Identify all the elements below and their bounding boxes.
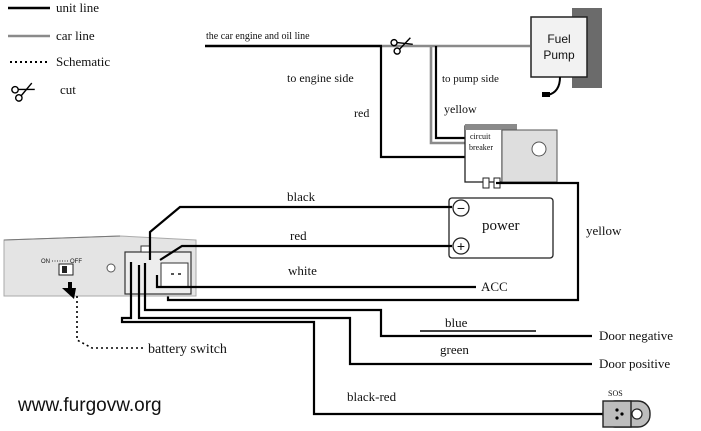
circuit-breaker-side [501,129,558,183]
circuit-breaker-label-line2: breaker [469,143,493,152]
fuel-pump-hose-end [542,92,550,97]
battery-switch-knob [62,266,67,273]
white-label: white [288,263,317,278]
fuel-pump-label-line1: Fuel [547,32,570,46]
battery-switch-label: battery switch [148,342,227,357]
watermark: www.furgovw.org [17,395,162,416]
fuel-pump-box [530,16,588,78]
power-minus-symbol: − [457,200,465,216]
power-label: power [482,218,520,234]
sos-pin-right [620,412,624,416]
to-pump-side-label: to pump side [442,73,499,85]
sos-pin-bottom [615,416,619,420]
battery-switch-arrow-icon [62,282,76,299]
connector-plug [160,262,189,288]
scissors-icon [390,37,413,55]
circuit-breaker-top [465,124,517,130]
switch-off-label: OFF [70,259,82,265]
sos-pin-top [615,408,619,412]
power-plus-terminal [452,237,470,255]
black-wire [148,205,452,260]
black-label: black [287,189,316,204]
power-plus-symbol: + [457,238,465,254]
car-engine-oil-line-label: the car engine and oil line [206,31,310,42]
red-wire-engine-side [379,46,466,159]
sos-button-dot [631,408,643,420]
connector-pin-b [178,273,181,275]
circuit-breaker-button [531,141,547,157]
connector-clip [140,245,151,253]
sos-label: SOS [608,389,623,398]
circuit-breaker-tab-left [482,177,490,189]
main-unit-top-edge [3,235,121,241]
blue-label: blue [445,315,468,330]
yellow-right-label: yellow [586,223,622,238]
acc-label: ACC [481,279,508,294]
switch-on-label: ON [41,259,50,265]
legend-unit-line-label: unit line [56,0,99,15]
red-wire [159,244,452,261]
scissors-icon [11,82,35,102]
connector-pin-a [171,273,174,275]
green-label: green [440,342,469,357]
gray-wire-pump-side [429,46,466,145]
green-wire [137,265,592,366]
red-upper-label: red [354,106,369,120]
black-red-wire [120,262,604,416]
sos-button-face [602,400,632,428]
door-positive-label: Door positive [599,356,670,371]
power-minus-terminal [452,199,470,217]
blue-wire [143,263,592,338]
black-red-label: black-red [347,389,397,404]
fuel-pump-label-line2: Pump [543,48,575,62]
legend-cut-label: cut [60,82,76,97]
yellow-wire-pump-side [434,46,466,140]
circuit-breaker-label-line1: circuit [470,132,491,141]
door-negative-label: Door negative [599,328,673,343]
power-box [448,197,554,259]
to-engine-side-label: to engine side [287,71,354,85]
white-wire [155,275,476,289]
legend-car-line-label: car line [56,28,95,43]
legend-schematic-label: Schematic [56,54,110,69]
battery-switch-leader [76,296,143,349]
yellow-upper-label: yellow [444,102,477,116]
red-label: red [290,228,307,243]
main-unit-led [106,263,116,273]
